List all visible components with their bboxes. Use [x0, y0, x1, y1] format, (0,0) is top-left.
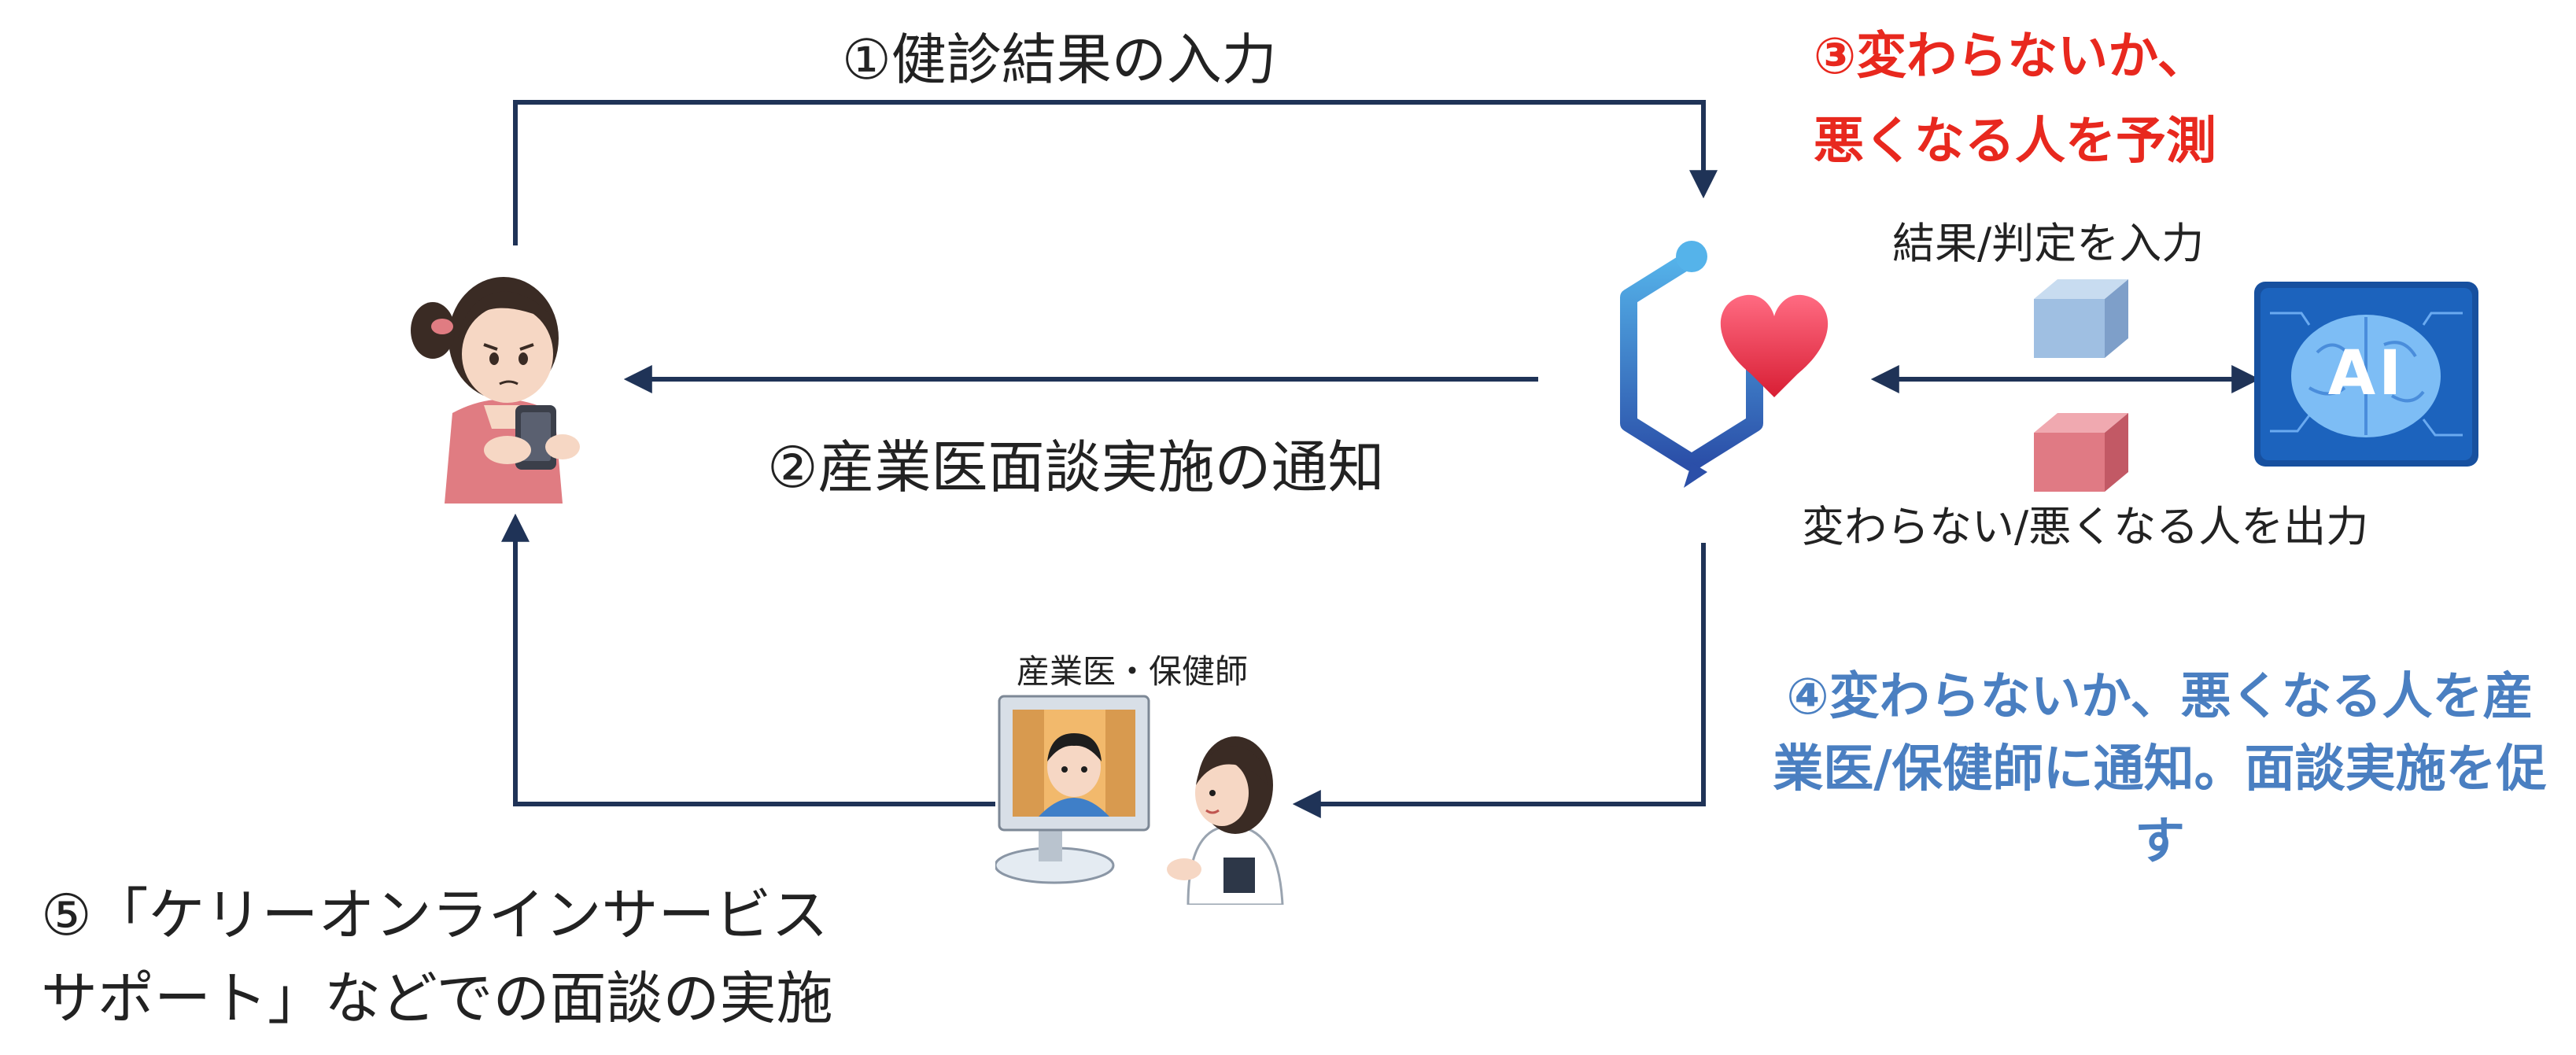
video-consultation-icon — [995, 695, 1284, 905]
step4-label: ④変わらないか、悪くなる人を産業医/保健師に通知。面談実施を促す — [1773, 668, 2547, 871]
arrow-input-to-app — [513, 100, 1718, 245]
health-app-logo-icon — [1620, 241, 1829, 488]
woman-with-smartphone-icon — [411, 277, 580, 504]
staff-label: 産業医・保健師 — [1017, 652, 1249, 691]
ai-circuit-board — [2254, 282, 2478, 467]
step5-label: ⑤「ケリーオンラインサービス サポート」などでの面談の実施 — [41, 873, 833, 1040]
step3-line1: ③変わらないか、 — [1814, 28, 2208, 86]
ai-text: AI — [2327, 338, 2405, 409]
step1-label: ①健診結果の入力 — [842, 28, 1277, 92]
input-data-cube-icon — [2034, 279, 2128, 358]
arrow-notify-staff — [1292, 543, 1706, 818]
step3-label: ③変わらないか、 悪くなる人を予測 — [1814, 14, 2216, 184]
input-label: 結果/判定を入力 — [1892, 219, 2205, 268]
output-label: 変わらない/悪くなる人を出力 — [1802, 502, 2369, 551]
step2-label: ②産業医面談実施の通知 — [767, 434, 1385, 500]
step5-line2: サポート」などでの面談の実施 — [41, 965, 833, 1031]
step5-line1: ⑤「ケリーオンラインサービス — [41, 882, 829, 948]
step3-line2: 悪くなる人を予測 — [1814, 113, 2216, 171]
arrow-interview-to-employee — [501, 513, 995, 806]
output-data-cube-icon — [2034, 413, 2128, 492]
ai-brain-icon: AI — [2254, 282, 2478, 467]
